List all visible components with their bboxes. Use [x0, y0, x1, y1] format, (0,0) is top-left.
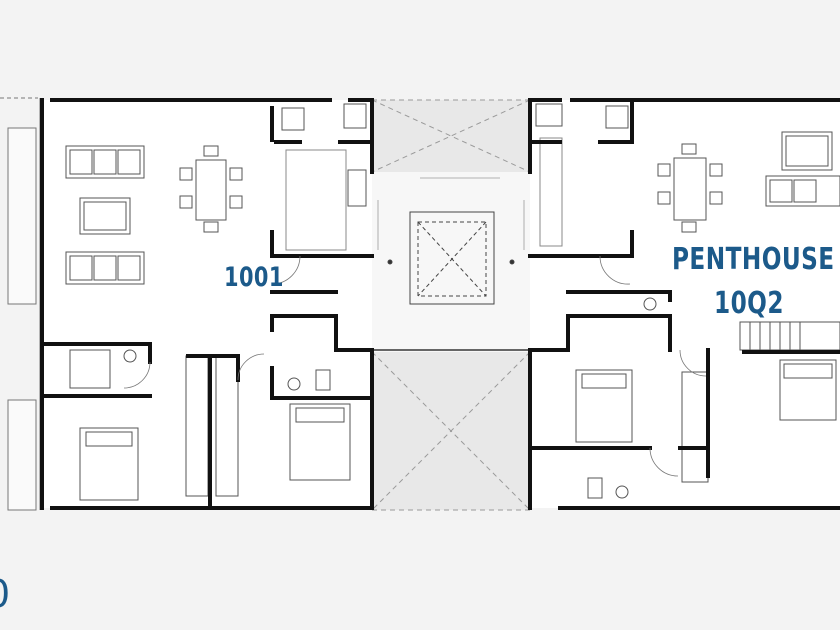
lightwell-voids [371, 99, 531, 511]
page-marker: 0 [0, 572, 10, 616]
door-swings [123, 255, 707, 477]
furniture-10q2 [535, 103, 840, 499]
furniture-1001 [65, 103, 367, 501]
unit-label-10q2: 10Q2 [714, 286, 784, 321]
unit-label-penthouse: PENTHOUSE [672, 242, 835, 277]
balcony-left [0, 97, 41, 511]
walls [40, 98, 840, 510]
unit-label-1001: 1001 [224, 262, 284, 293]
central-core [372, 177, 530, 351]
